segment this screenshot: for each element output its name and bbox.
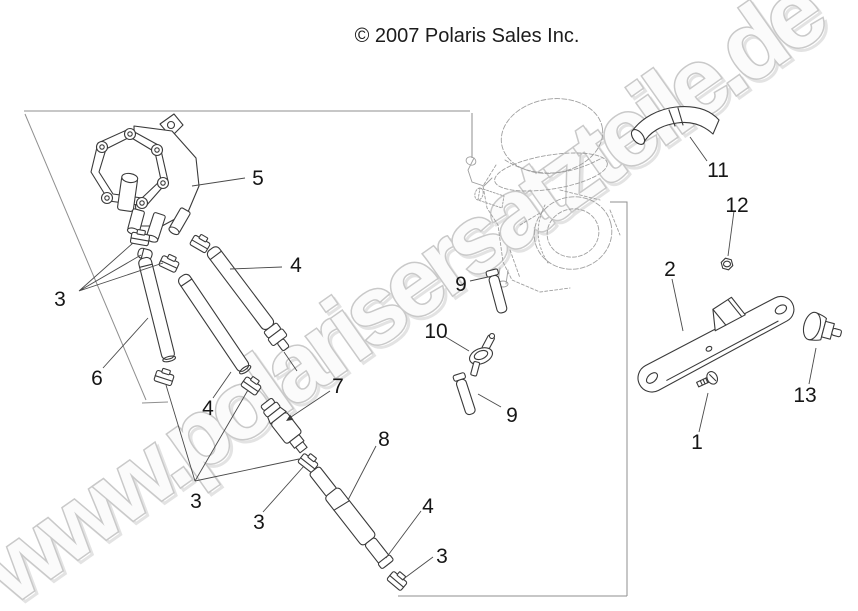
bracket-2 [637,295,795,393]
callout-3-left: 3 [190,490,202,513]
pump-primer [117,172,139,212]
nut-12 [720,257,734,271]
leader-lines [78,136,817,581]
vent-tubes [452,268,508,416]
callout-5: 5 [252,167,264,190]
screw-1 [696,371,719,388]
fuel-pump [90,113,200,243]
pump-bolts [95,127,170,210]
copyright-text: © 2007 Polaris Sales Inc. [355,25,580,47]
hose-6 [138,256,177,363]
callout-4-upper: 4 [290,254,302,277]
callout-1: 1 [691,431,703,454]
tube-9-lower [452,372,476,416]
hose-4-right [206,246,290,351]
callouts: 5 4 3 6 4 3 7 8 3 4 3 9 10 9 11 12 2 13 … [54,159,817,568]
vent-hose-11 [630,106,720,145]
callout-9-upper: 9 [455,273,467,296]
callout-3-mid: 3 [253,511,265,534]
clamp [157,251,182,274]
pump-outlet-2 [145,212,166,243]
callout-2: 2 [664,258,676,281]
callout-13: 13 [793,384,816,407]
callout-3-upper: 3 [54,288,66,311]
damper-13 [802,311,842,341]
callout-12: 12 [725,194,748,217]
callout-6: 6 [91,367,103,390]
callout-8: 8 [378,428,390,451]
callout-4-middle: 4 [202,397,214,420]
check-valve-10 [468,332,496,377]
callout-4-lower: 4 [422,495,434,518]
arrowhead [286,414,294,421]
callout-11: 11 [707,159,729,182]
tube-9-upper [485,268,508,314]
inline-filter [260,397,308,454]
hose-8 [309,466,394,569]
pump-outlet-3 [168,207,191,236]
callout-10: 10 [424,320,447,343]
callout-3-lower: 3 [436,545,448,568]
diagram-border [24,110,628,597]
hose-4-middle [178,273,252,375]
carburetor-ghost [465,98,621,293]
clamp [386,567,411,592]
callout-7: 7 [332,375,344,398]
fuel-hoses [138,246,298,375]
callout-9-lower: 9 [506,404,518,427]
clamp [153,366,176,387]
